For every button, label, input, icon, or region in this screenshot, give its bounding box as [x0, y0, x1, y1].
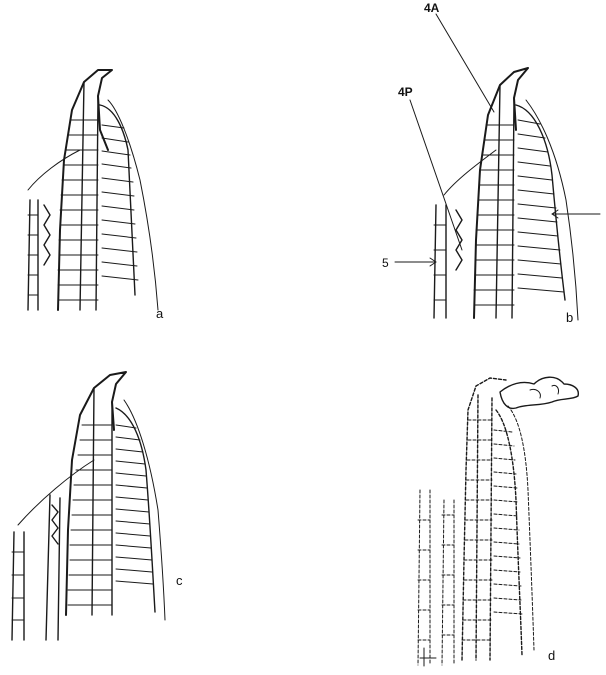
panel-a-vertebrae [58, 120, 98, 300]
panel-b-label: b [566, 310, 573, 325]
panel-d: d [418, 377, 578, 666]
label-4A: 4A [424, 1, 440, 15]
panel-c: c [12, 372, 183, 640]
panel-a-label: a [156, 306, 164, 321]
label-5: 5 [382, 256, 389, 270]
panel-a: a [28, 70, 164, 321]
leader-4A [436, 14, 494, 112]
panel-d-label: d [548, 648, 555, 663]
panel-c-vertebrae [68, 425, 112, 605]
label-4P: 4P [398, 85, 413, 99]
panel-d-gill-rakers [494, 430, 522, 614]
panel-b-gill-rakers [518, 120, 564, 292]
panel-c-label: c [176, 573, 183, 588]
panel-d-tip [500, 377, 578, 408]
panel-b: 4A 4P 5 b [382, 1, 600, 325]
panel-c-gill-rakers [116, 425, 153, 584]
